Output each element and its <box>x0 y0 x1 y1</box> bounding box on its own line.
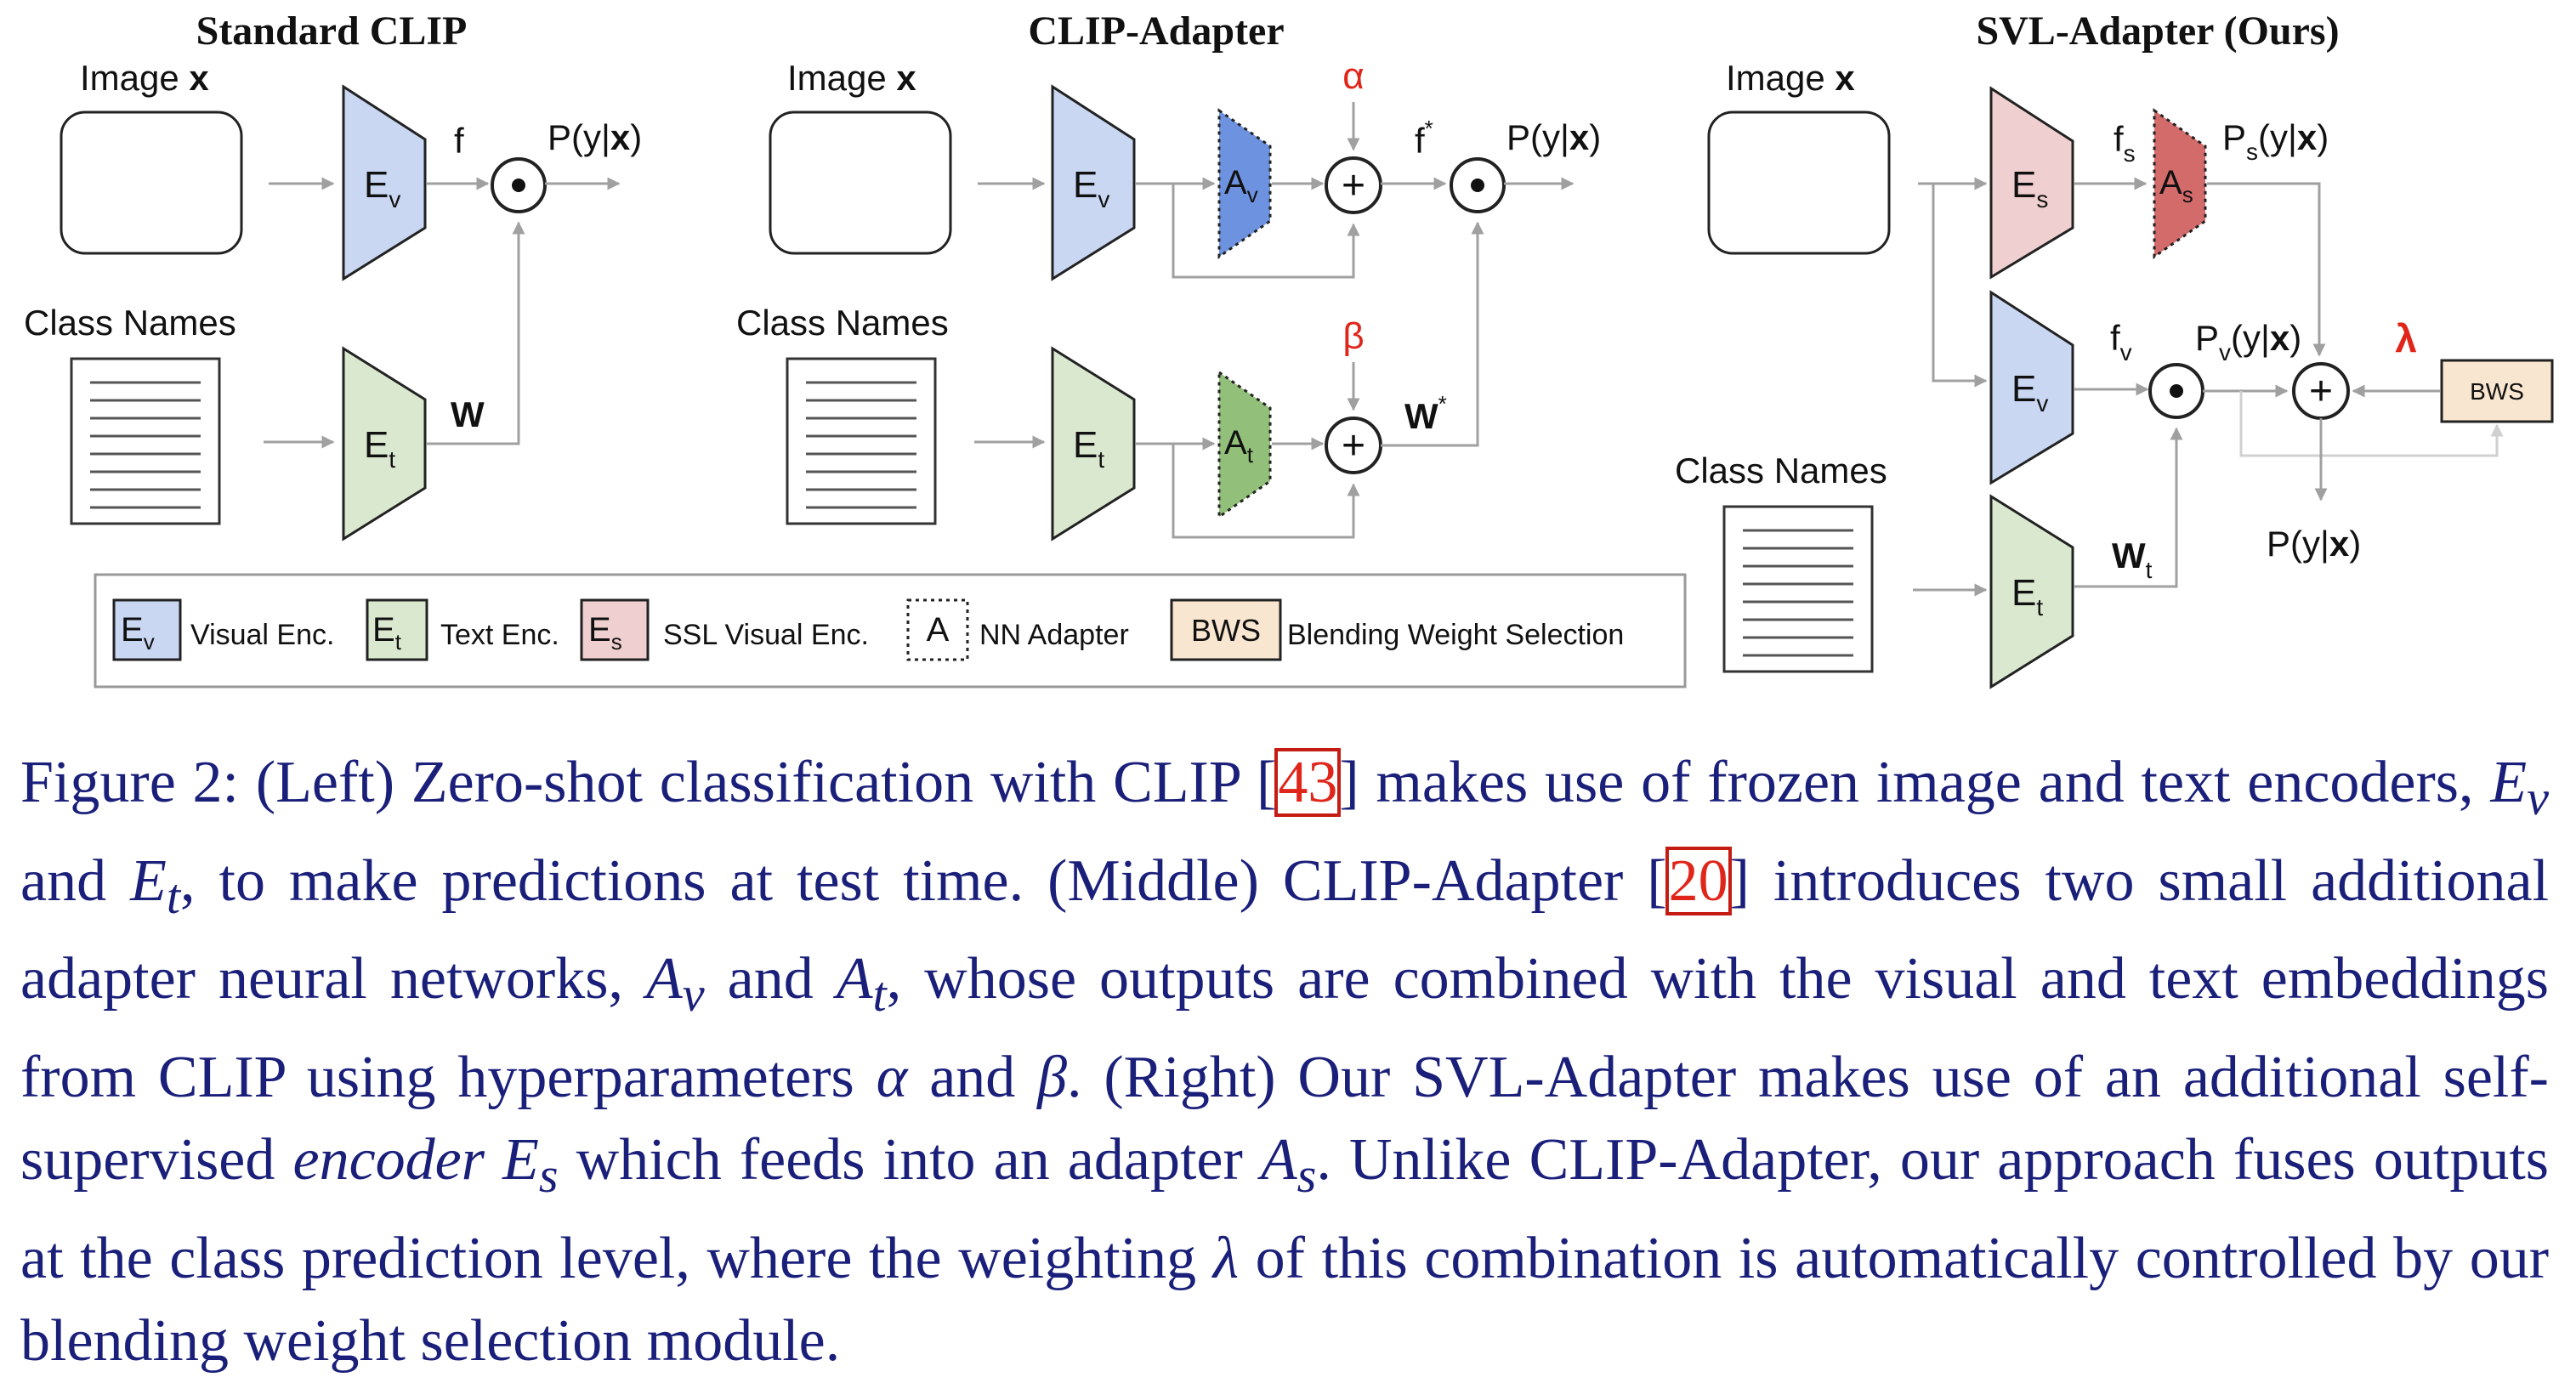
class-names-label: Class Names <box>1675 451 1887 490</box>
visual-encoder-block <box>1051 84 1136 281</box>
svg-text:Et: Et <box>372 611 402 655</box>
svg-text:Ev: Ev <box>1073 164 1109 213</box>
image-box <box>769 111 952 255</box>
svg-text:At: At <box>1224 424 1254 468</box>
bws-block <box>2440 359 2554 423</box>
text-encoder-block <box>1989 494 2074 689</box>
image-label: Image x <box>1726 58 1855 98</box>
image-box <box>60 111 243 255</box>
legend-ssl-label: SSL Visual Enc. <box>663 619 869 651</box>
image-label: Image x <box>787 58 916 98</box>
class-names-label: Class Names <box>736 303 949 343</box>
panel-svl-adapter: SVL-Adapter (Ours) Image x Es fs As Ps(y… <box>1675 9 2554 689</box>
panel-title-svl: SVL-Adapter (Ours) <box>1976 9 2339 54</box>
svg-text:Et: Et <box>1073 424 1104 473</box>
svg-text:Ev: Ev <box>121 611 155 655</box>
svg-text:W*: W* <box>1404 391 1447 436</box>
panel-title-adapter: CLIP-Adapter <box>1028 9 1284 54</box>
svg-text:Et: Et <box>2011 572 2043 621</box>
legend-visual-label: Visual Enc. <box>190 619 334 651</box>
svg-text:+: + <box>1342 423 1365 468</box>
svg-text:+: + <box>1342 163 1365 208</box>
legend: Ev Visual Enc. Et Text Enc. Es SSL Visua… <box>94 573 1687 689</box>
class-names-label: Class Names <box>24 303 236 343</box>
svg-text:A: A <box>927 611 950 649</box>
citation-link[interactable]: 20 <box>1665 846 1732 915</box>
text-encoder-block <box>1051 346 1136 541</box>
architecture-figure: Standard CLIP Image x Ev f P(y|x) Class … <box>24 9 2554 689</box>
svg-text:Av: Av <box>1224 164 1258 207</box>
prediction-label: P(y|x) <box>1506 117 1601 157</box>
visual-adapter-block <box>1217 108 1272 259</box>
svg-text:Es: Es <box>2011 164 2048 213</box>
citation-link[interactable]: 43 <box>1274 748 1342 817</box>
plus-node <box>1325 156 1382 214</box>
legend-ssl-swatch <box>580 598 650 661</box>
svg-text:BWS: BWS <box>2470 378 2524 405</box>
svg-text:+: + <box>2309 369 2333 414</box>
ssl-prediction-label: Ps(y|x) <box>2222 117 2329 165</box>
text-encoder-block <box>342 346 427 541</box>
text-adapter-block <box>1217 370 1272 519</box>
panel-clip-adapter: CLIP-Adapter Image x Ev Av α + f* P(y|x)… <box>736 9 1601 541</box>
svg-text:Wt: Wt <box>2112 536 2153 583</box>
ssl-encoder-block <box>1989 86 2074 280</box>
final-prediction-label: P(y|x) <box>2267 524 2361 564</box>
legend-frame <box>94 573 1687 689</box>
panel-standard-clip: Standard CLIP Image x Ev f P(y|x) Class … <box>24 9 642 541</box>
visual-encoder-block <box>342 84 427 281</box>
ssl-adapter-block <box>2153 108 2207 259</box>
legend-adapter-label: NN Adapter <box>979 619 1129 651</box>
image-box <box>1707 111 1891 255</box>
legend-bws-label: Blending Weight Selection <box>1287 619 1624 651</box>
svg-text:Ev: Ev <box>364 164 400 213</box>
caption-figure-label: Figure 2: <box>20 750 240 815</box>
visual-prediction-label: Pv(y|x) <box>2195 318 2301 366</box>
svg-text:λ: λ <box>2395 316 2417 360</box>
legend-bws-swatch <box>1170 598 1282 661</box>
svg-text:As: As <box>2159 164 2193 207</box>
svg-text:α: α <box>1342 55 1364 97</box>
figure-caption: Figure 2: (Left) Zero-shot classificatio… <box>20 748 2550 1374</box>
svg-text:Et: Et <box>364 424 395 473</box>
svg-text:f: f <box>454 121 464 161</box>
svg-text:BWS: BWS <box>1191 613 1261 648</box>
panel-title-standard: Standard CLIP <box>196 9 468 54</box>
legend-text-label: Text Enc. <box>440 619 559 651</box>
visual-encoder-block <box>1989 290 2074 485</box>
svg-text:fv: fv <box>2110 318 2132 366</box>
svg-text:Es: Es <box>588 611 622 655</box>
svg-text:f*: f* <box>1415 116 1433 161</box>
prediction-label: P(y|x) <box>548 117 642 157</box>
legend-adapter-swatch <box>906 598 969 661</box>
svg-text:Ev: Ev <box>2011 368 2048 417</box>
svg-text:β: β <box>1342 315 1364 357</box>
legend-text-swatch <box>366 598 428 661</box>
svg-text:fs: fs <box>2114 119 2136 167</box>
svg-text:W: W <box>451 394 485 434</box>
legend-visual-swatch <box>112 598 182 661</box>
image-label: Image x <box>80 58 209 98</box>
